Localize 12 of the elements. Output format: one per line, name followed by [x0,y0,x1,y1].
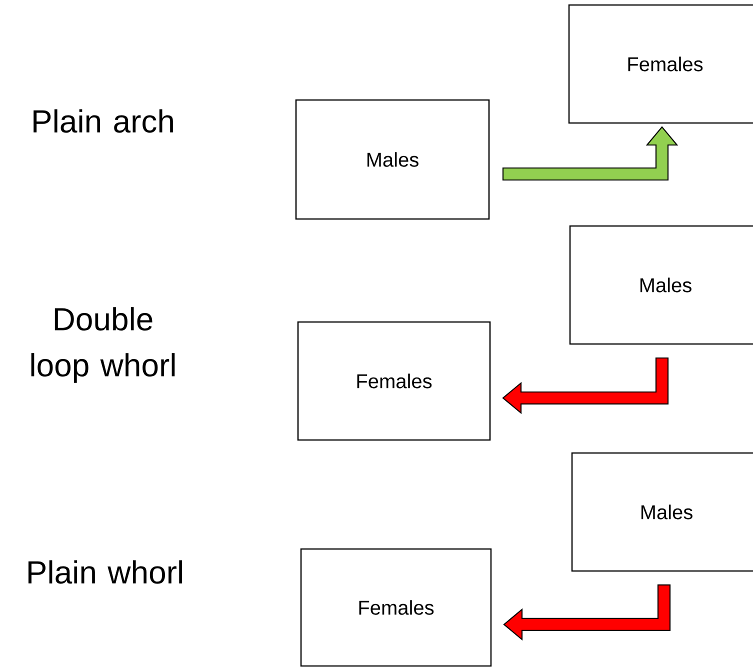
block-arrow [503,584,671,641]
block-arrow [502,126,678,181]
row-label: Plain whorl [28,560,182,584]
row-label: Plain arch [34,109,173,133]
box: Females [568,4,753,124]
box: Males [571,452,753,572]
box: Females [297,321,491,441]
block-arrow [502,357,669,414]
box: Males [295,99,490,220]
row-label: Double loop whorl [31,307,175,383]
box: Males [569,225,753,345]
box: Females [300,548,492,667]
